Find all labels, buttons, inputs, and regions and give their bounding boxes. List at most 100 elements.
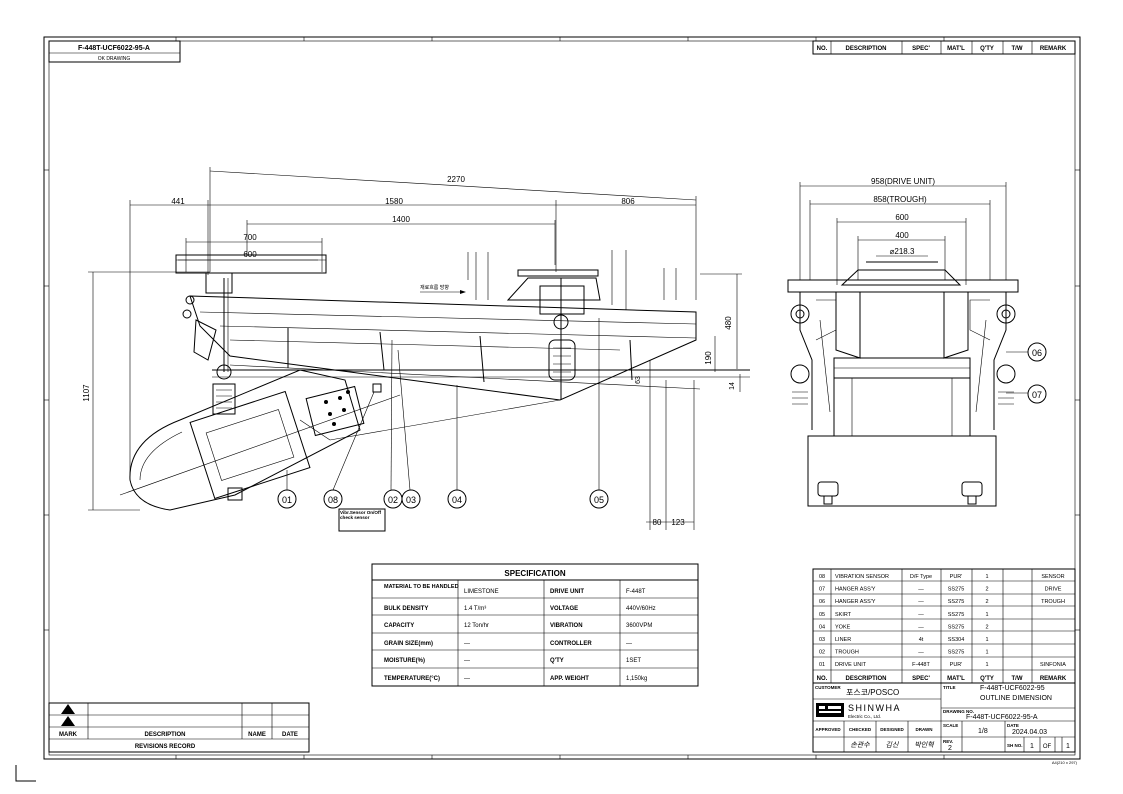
spec-label-material: MATERIAL TO BE HANDLED (384, 584, 459, 590)
spec-val-qty: 1SET (626, 658, 641, 664)
parts-header-top: NO. DESCRIPTION SPEC' MAT'L Q'TY T/W REM… (812, 40, 1076, 55)
drive-unit-body (119, 369, 401, 511)
title-label: TITLE (943, 685, 956, 690)
spec-label-moisture: MOISTURE(%) (384, 658, 425, 664)
date-label: DATE (1007, 723, 1019, 728)
parts-hdr-spec: SPEC' (912, 676, 930, 682)
dim-190: 190 (704, 351, 713, 365)
title-block: CUSTOMER 포스코/POSCO TITLE F-448T-UCF6022-… (812, 682, 1078, 765)
spec-val-controller: — (626, 641, 632, 647)
parts-cell-matl: PUR' (950, 574, 963, 580)
parts-hdr-no: NO. (817, 676, 828, 682)
spec-val-weight: 1,150kg (626, 676, 647, 682)
hdr-matl: MAT'L (947, 46, 965, 52)
balloon-06: 06 (1032, 348, 1042, 358)
parts-cell-qty: 2 (985, 587, 988, 593)
dim-700: 700 (243, 233, 257, 242)
parts-cell-spec: 4t (919, 637, 924, 643)
dim-front-400: 400 (895, 231, 909, 240)
parts-cell-qty: 1 (985, 612, 988, 618)
front-view: 958(DRIVE UNIT) 858(TROUGH) 600 400 ⌀218… (787, 177, 1047, 507)
front-structure (787, 261, 1028, 507)
parts-cell-matl: SS275 (948, 587, 965, 593)
scale-label: SCALE (943, 723, 958, 728)
side-balloons: 01 08 02 03 04 05 (277, 489, 609, 509)
parts-cell-no: 03 (819, 637, 825, 643)
hdr-no: NO. (817, 46, 828, 52)
parts-cell-no: 06 (819, 599, 825, 605)
parts-cell-description: HANGER ASS'Y (835, 587, 876, 593)
drawn-label: DRAWN (916, 727, 933, 732)
parts-cell-matl: PUR' (950, 662, 963, 668)
sheet-of: OF (1043, 744, 1052, 750)
company-name: SHINWHA (848, 703, 901, 713)
spec-val-moisture: — (464, 658, 470, 664)
parts-hdr-matl: MAT'L (947, 676, 965, 682)
spec-val-capacity: 12 Ton/hr (464, 623, 489, 629)
parts-cell-qty: 2 (985, 624, 988, 630)
parts-cell-description: YOKE (835, 624, 851, 630)
spec-val-grain: — (464, 641, 470, 647)
spec-title: SPECIFICATION (504, 569, 565, 578)
dim-2270: 2270 (447, 175, 465, 184)
rev-label: REV. (943, 739, 953, 744)
front-balloons: 06 07 (1027, 342, 1047, 404)
customer-label: CUSTOMER (815, 685, 841, 690)
front-dimensions (799, 182, 1007, 285)
signature-2: 김신 (886, 741, 899, 749)
balloon-03: 03 (406, 495, 416, 505)
parts-cell-description: DRIVE UNIT (835, 662, 867, 668)
approved-label: APPROVED (815, 727, 841, 732)
side-view: 2270 441 1580 806 1400 700 600 1107 480 … (82, 167, 750, 532)
parts-cell-matl: SS275 (948, 650, 965, 656)
spec-val-material: LIMESTONE (464, 589, 499, 595)
dim-958: 958(DRIVE UNIT) (871, 177, 935, 186)
rev-hdr-description: DESCRIPTION (144, 732, 185, 738)
spec-label-voltage: VOLTAGE (550, 606, 578, 612)
balloon-02: 02 (388, 495, 398, 505)
parts-cell-remark: TROUGH (1041, 599, 1065, 605)
parts-cell-remark: SENSOR (1041, 574, 1064, 580)
parts-cell-no: 02 (819, 650, 825, 656)
spec-label-controller: CONTROLLER (550, 641, 592, 647)
parts-cell-spec: F-448T (912, 662, 930, 668)
hdr-description: DESCRIPTION (845, 46, 886, 52)
sheet-total: 1 (1066, 743, 1070, 750)
specification-table: SPECIFICATION MATERIAL TO BE HANDLED LIM… (371, 563, 699, 687)
company-logo (816, 703, 844, 717)
parts-cell-spec: — (918, 650, 924, 656)
dim-63: 63 (635, 376, 642, 384)
sheet-label: SH NO. (1007, 743, 1023, 748)
parts-cell-spec: — (918, 612, 924, 618)
revision-triangle-icon-2 (61, 716, 75, 726)
parts-cell-matl: SS304 (948, 637, 965, 643)
stamp-caption: OK DRAWING (98, 56, 131, 62)
balloon-08: 08 (328, 495, 338, 505)
front-dimension-labels: 958(DRIVE UNIT) 858(TROUGH) 600 400 ⌀218… (871, 177, 935, 256)
spec-val-temperature: — (464, 676, 470, 682)
date-value: 2024.04.03 (1012, 729, 1047, 736)
dim-1107: 1107 (82, 384, 91, 402)
dim-441: 441 (171, 197, 185, 206)
dim-80: 80 (653, 518, 662, 527)
parts-hdr-qty: Q'TY (980, 676, 994, 682)
dim-front-600: 600 (895, 213, 909, 222)
parts-cell-spec: D/F Type (910, 574, 932, 580)
parts-cell-matl: SS275 (948, 599, 965, 605)
spec-val-vibration: 3600VPM (626, 623, 652, 629)
rev-hdr-date: DATE (282, 732, 298, 738)
spec-label-grain: GRAIN SIZE(mm) (384, 641, 433, 647)
dim-480: 480 (724, 316, 733, 330)
dim-123: 123 (671, 518, 685, 527)
rev-value: 2 (948, 745, 952, 752)
drawing-no-value: F-448T-UCF6022-95-A (966, 714, 1038, 721)
sheet-no: 1 (1030, 743, 1034, 750)
balloon-01: 01 (282, 495, 292, 505)
company-subtitle: Electric Co., Ltd. (848, 714, 881, 719)
dim-14: 14 (729, 382, 736, 390)
spec-label-density: BULK DENSITY (384, 606, 428, 612)
spec-label-vibration: VIBRATION (550, 623, 583, 629)
parts-cell-description: LINER (835, 637, 851, 643)
